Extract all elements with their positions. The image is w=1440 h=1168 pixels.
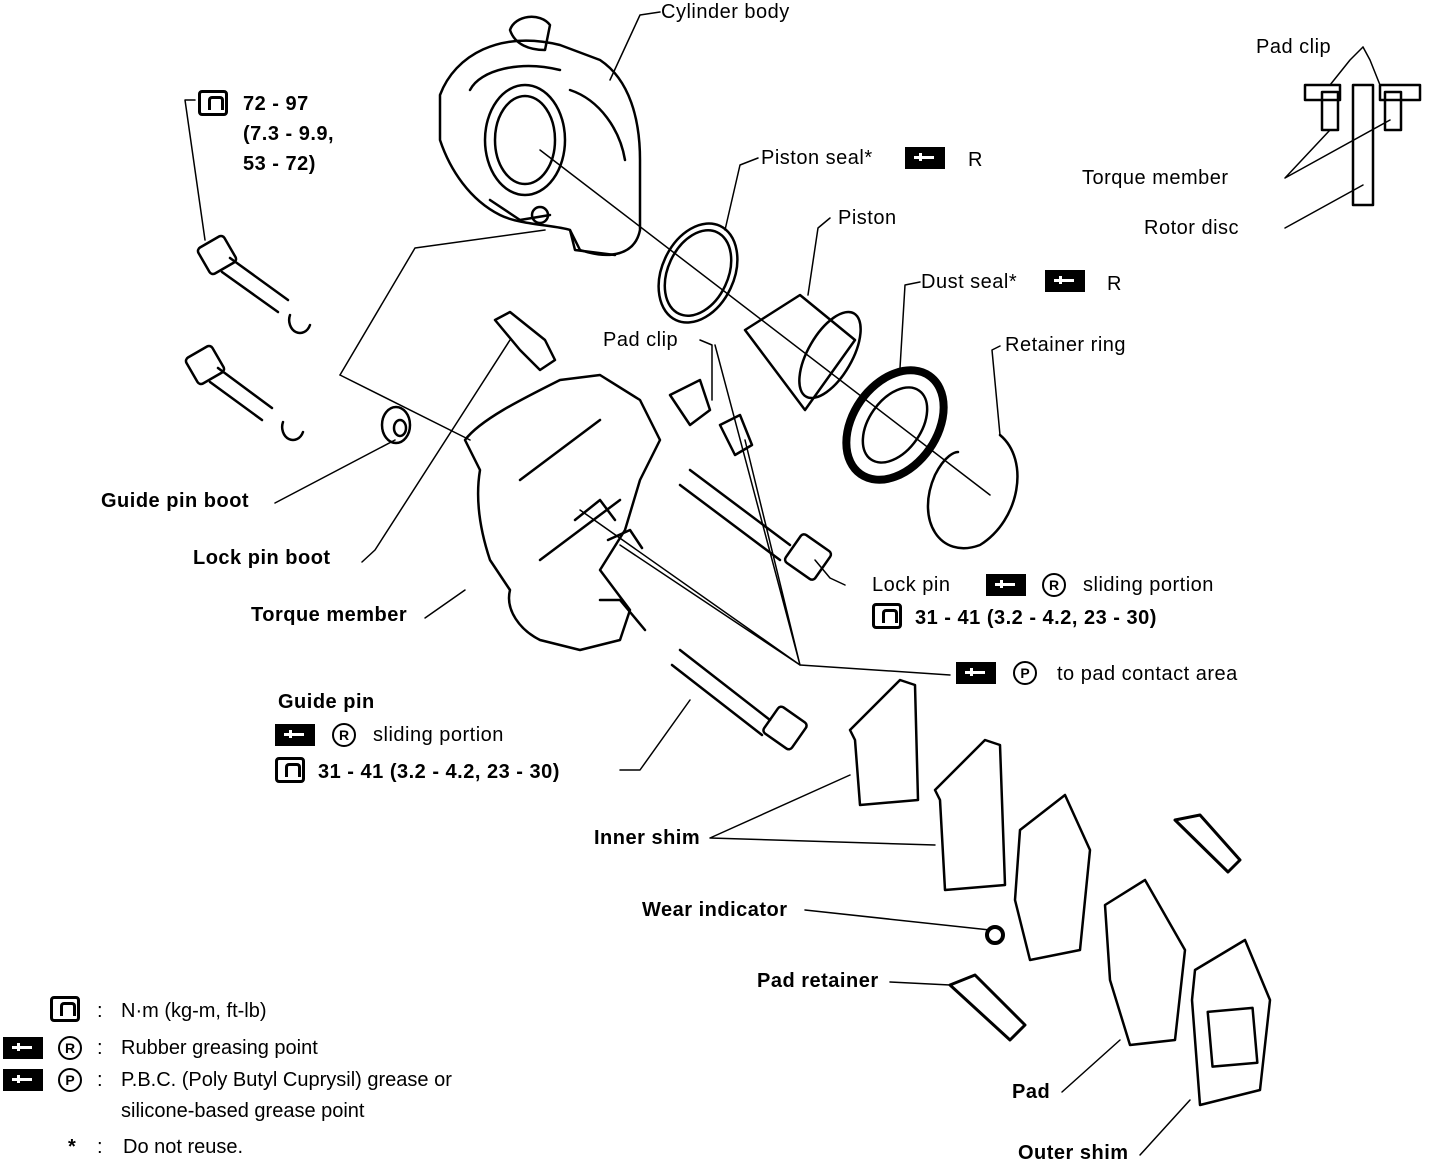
inner-shim-1 <box>848 678 920 807</box>
label-retainer-ring: Retainer ring <box>1005 334 1127 356</box>
guide-pin <box>670 648 808 751</box>
legend-rubber-text: Rubber greasing point <box>121 1037 318 1059</box>
retainer-ring <box>926 433 1019 550</box>
wear-indicator-shape <box>985 925 1005 945</box>
legend-p-circle: P <box>58 1068 82 1092</box>
label-pad-retainer: Pad retainer <box>757 970 879 992</box>
piston-seal <box>657 222 739 324</box>
grease-gun-icon <box>3 1037 43 1059</box>
piston-seal-grease <box>905 147 945 169</box>
inner-shim-2 <box>933 738 1007 892</box>
legend-colon-1: : <box>97 1000 103 1022</box>
label-torque-member-mid: Torque member <box>251 604 408 626</box>
pad-1 <box>1013 793 1092 962</box>
pad-contact-grease <box>956 662 996 684</box>
label-pad-clip-mid: Pad clip <box>603 329 679 351</box>
dust-seal <box>842 366 948 484</box>
torque-spec-top-1: 72 - 97 <box>243 93 309 115</box>
lock-pin-torque: 31 - 41 (3.2 - 4.2, 23 - 30) <box>915 607 1157 629</box>
label-piston: Piston <box>838 207 897 229</box>
torque-spec-top-3: 53 - 72) <box>243 153 316 175</box>
dust-seal-r: R <box>1107 273 1122 295</box>
legend-torque-units: N·m (kg-m, ft-lb) <box>121 1000 267 1022</box>
guide-pin-torque: 31 - 41 (3.2 - 4.2, 23 - 30) <box>318 761 560 783</box>
grease-gun-icon <box>3 1069 43 1091</box>
guide-pin-r-circle: R <box>332 723 356 747</box>
grease-gun-icon <box>275 724 315 746</box>
label-lock-pin: Lock pin <box>872 574 951 596</box>
legend-grease-icon-1 <box>3 1037 43 1059</box>
pad-clip-mid-shape <box>668 378 754 457</box>
legend-pbc-text-1: P.B.C. (Poly Butyl Cuprysil) grease or <box>121 1069 452 1091</box>
legend-star-text: Do not reuse. <box>123 1136 244 1158</box>
torque-member <box>463 373 662 652</box>
label-piston-seal: Piston seal* <box>761 147 873 169</box>
label-pad: Pad <box>1012 1081 1051 1103</box>
legend-star: * <box>68 1136 76 1158</box>
legend-torque-icon <box>50 996 80 1022</box>
pad-2 <box>1103 878 1187 1047</box>
wrench-torque-icon <box>872 603 902 629</box>
torque-spec-top-2: (7.3 - 9.9, <box>243 123 335 145</box>
guide-pin-sliding: sliding portion <box>373 724 504 746</box>
grease-gun-icon <box>956 662 996 684</box>
pad-retainer-2 <box>1173 813 1242 874</box>
guide-pin-torque-icon <box>275 757 305 783</box>
label-torque-member-top: Torque member <box>1082 167 1229 189</box>
pad-clip-detail <box>1303 83 1422 207</box>
label-lock-pin-boot: Lock pin boot <box>193 547 331 569</box>
lock-pin-torque-icon <box>872 603 902 629</box>
lock-pin-grease <box>986 574 1026 596</box>
legend-grease-icon-2 <box>3 1069 43 1091</box>
label-wear-indicator: Wear indicator <box>642 899 788 921</box>
pad-contact-p-circle: P <box>1013 661 1037 685</box>
label-guide-pin: Guide pin <box>278 691 375 713</box>
lock-pin <box>678 468 833 581</box>
wrench-torque-icon <box>275 757 305 783</box>
label-cylinder-body: Cylinder body <box>661 1 790 23</box>
boots <box>380 310 557 445</box>
label-rotor-disc: Rotor disc <box>1144 217 1240 239</box>
pad-contact-text: to pad contact area <box>1057 663 1238 685</box>
legend-colon-2: : <box>97 1037 103 1059</box>
outer-shim <box>1190 938 1272 1107</box>
lock-pin-sliding: sliding portion <box>1083 574 1214 596</box>
torque-icon-top <box>198 90 228 116</box>
cylinder-body <box>438 15 642 257</box>
dust-seal-grease <box>1045 270 1085 292</box>
legend-r-circle: R <box>58 1036 82 1060</box>
piston <box>743 293 862 412</box>
pad-retainer-1 <box>948 973 1027 1042</box>
wrench-torque-icon <box>50 996 80 1022</box>
lock-pin-r-circle: R <box>1042 573 1066 597</box>
bolts <box>184 234 312 442</box>
legend-colon-3: : <box>97 1069 103 1091</box>
label-inner-shim: Inner shim <box>594 827 701 849</box>
wrench-torque-icon <box>198 90 228 116</box>
grease-gun-icon <box>1045 270 1085 292</box>
grease-gun-icon <box>986 574 1026 596</box>
piston-seal-r: R <box>968 149 983 171</box>
legend-pbc-text-2: silicone-based grease point <box>121 1100 365 1122</box>
legend-colon-4: : <box>97 1136 103 1158</box>
label-guide-pin-boot: Guide pin boot <box>101 490 250 512</box>
label-dust-seal: Dust seal* <box>921 271 1018 293</box>
label-pad-clip-top: Pad clip <box>1256 36 1332 58</box>
label-outer-shim: Outer shim <box>1018 1142 1129 1164</box>
grease-gun-icon <box>905 147 945 169</box>
guide-pin-grease <box>275 724 315 746</box>
